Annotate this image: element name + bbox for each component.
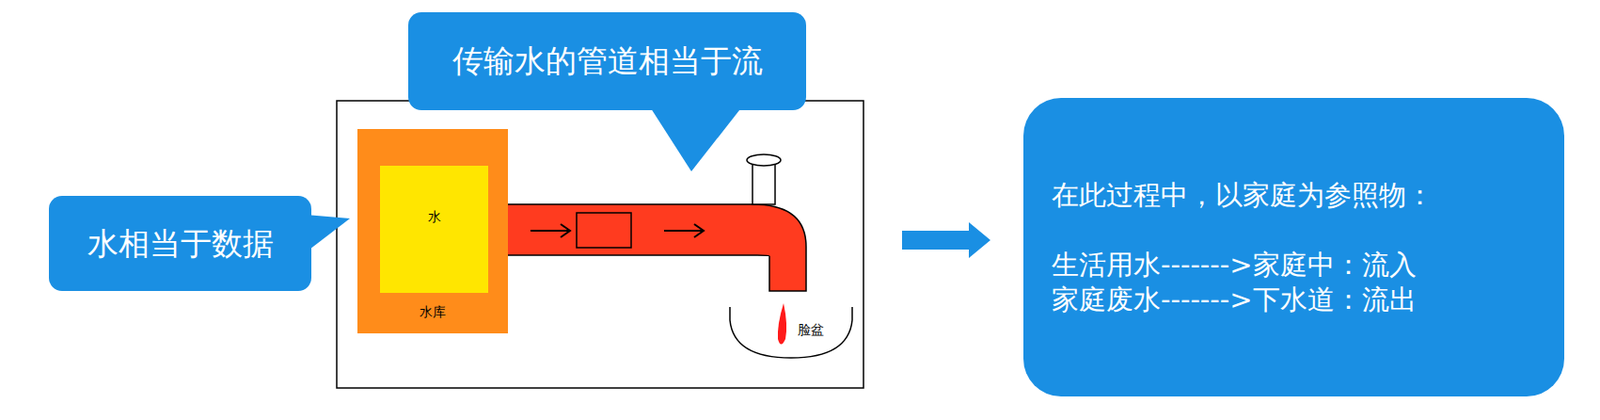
water-drop bbox=[777, 302, 787, 345]
node-label: 传输水的管道相当于流 bbox=[452, 41, 763, 80]
node-label: 水相当于数据 bbox=[87, 223, 274, 263]
frame bbox=[336, 100, 864, 388]
flow-arrow bbox=[530, 223, 704, 238]
basin-label-box: 脸盆 bbox=[792, 314, 830, 347]
body-text: 生活用水------->家庭中：流入 bbox=[1051, 247, 1417, 282]
heading-text: 在此过程中，以家庭为参照物： bbox=[1051, 177, 1434, 212]
basin bbox=[729, 306, 853, 358]
reservoir-box: 水库水 bbox=[357, 128, 508, 333]
node-label: 脸盆 bbox=[797, 321, 824, 339]
callout-tail bbox=[649, 105, 744, 172]
node-label: 水 bbox=[427, 208, 442, 226]
callout-box: 水相当于数据 bbox=[48, 195, 312, 291]
faucet-handle bbox=[752, 161, 776, 205]
water-box: 水 bbox=[380, 165, 489, 293]
body-text: 家庭废水------->下水道：流出 bbox=[1051, 282, 1417, 317]
pipe bbox=[488, 204, 807, 291]
block-arrow bbox=[902, 221, 991, 258]
data-packet bbox=[576, 212, 632, 248]
callout-box: 传输水的管道相当于流 bbox=[408, 12, 807, 111]
faucet-knob bbox=[746, 154, 781, 166]
node-label: 水库 bbox=[419, 303, 446, 321]
callout-tail bbox=[305, 214, 350, 253]
explanation-box: 在此过程中，以家庭为参照物： 生活用水------->家庭中：流入家庭废水----… bbox=[1023, 97, 1565, 397]
